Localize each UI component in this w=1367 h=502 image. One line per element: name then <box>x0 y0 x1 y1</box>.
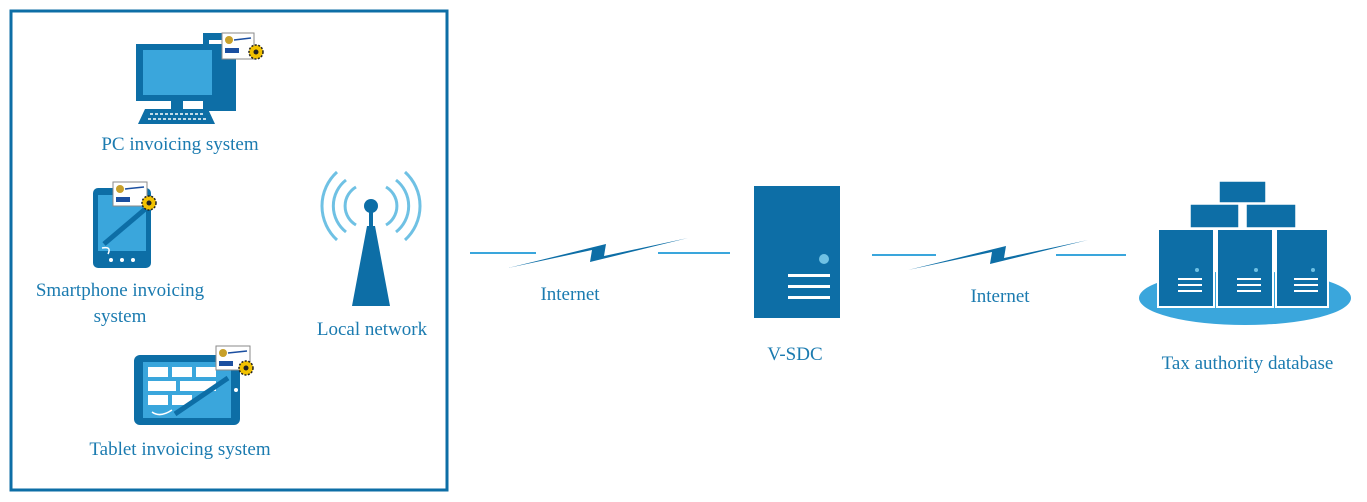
lightning-link-icon <box>470 238 730 268</box>
antenna-icon <box>320 170 422 306</box>
tax-db-label: Tax authority database <box>1161 353 1334 374</box>
smartphone-label-line1: Smartphone invoicing <box>35 280 205 301</box>
pc-label: PC invoicing system <box>101 134 259 155</box>
smartphone-label-line2: system <box>93 306 147 327</box>
local-system-box <box>9 9 449 492</box>
vsdc-label: V-SDC <box>767 344 823 365</box>
internet-label-2: Internet <box>970 286 1030 307</box>
desktop-pc-icon <box>136 33 236 124</box>
local-network-label: Local network <box>316 319 428 340</box>
smartphone-icon <box>93 188 152 268</box>
internet-label-1: Internet <box>540 284 600 305</box>
lightning-link-icon <box>872 240 1126 270</box>
server-icon <box>754 186 840 318</box>
certificate-icon <box>221 32 264 60</box>
database-server-cluster-icon <box>1139 180 1351 325</box>
certificate-icon <box>112 181 157 211</box>
tablet-icon <box>134 355 240 425</box>
certificate-icon <box>215 345 254 376</box>
tablet-label: Tablet invoicing system <box>89 439 271 460</box>
